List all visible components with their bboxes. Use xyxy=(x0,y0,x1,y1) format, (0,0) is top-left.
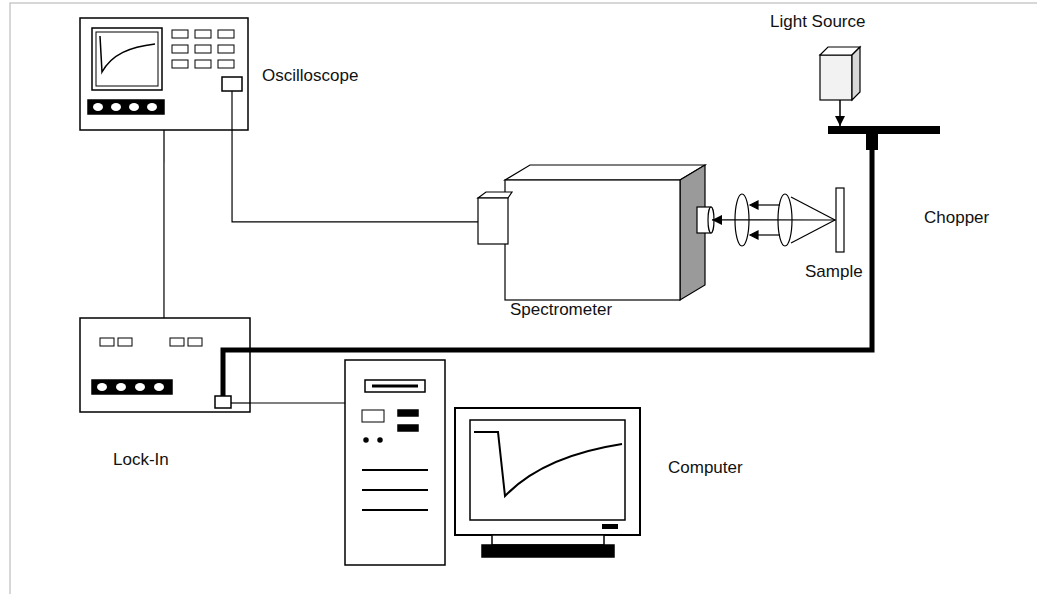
device-label: Lock-In xyxy=(113,450,169,470)
connector xyxy=(250,402,345,403)
connector xyxy=(839,100,841,126)
chopper-node: Chopper xyxy=(828,126,940,150)
oscilloscope-drawing xyxy=(80,18,248,130)
chopper-drawing xyxy=(828,126,940,150)
light-source-drawing xyxy=(820,47,860,100)
spectrometer-node: Spectrometer xyxy=(478,165,712,300)
device-label: Oscilloscope xyxy=(262,66,358,86)
spectrometer-drawing xyxy=(478,165,714,300)
connector xyxy=(163,130,164,318)
device-label: Computer xyxy=(668,458,743,478)
lock-in-node: Lock-In xyxy=(80,318,250,412)
sample-node: Sample xyxy=(836,188,844,252)
light-source-node: Light Source xyxy=(820,47,860,100)
device-label: Chopper xyxy=(924,208,989,228)
oscilloscope-node: Oscilloscope xyxy=(80,18,248,130)
computer-drawing xyxy=(345,360,640,565)
connector xyxy=(232,130,478,222)
frame xyxy=(10,3,1037,594)
connector xyxy=(712,219,836,220)
reference-cable xyxy=(250,150,872,350)
device-label: Sample xyxy=(805,262,863,282)
device-label: Light Source xyxy=(770,12,865,32)
lock-in-drawing xyxy=(80,318,250,412)
computer-node: Computer xyxy=(345,360,640,565)
device-label: Spectrometer xyxy=(510,300,612,320)
